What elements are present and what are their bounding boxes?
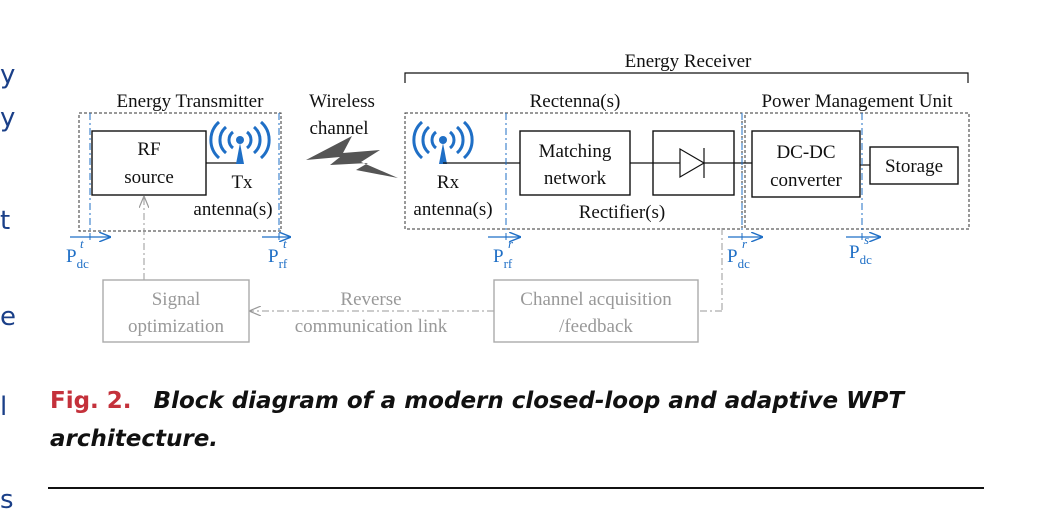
horizontal-rule [48, 487, 984, 489]
reverse-link-label-1: Reverse [340, 289, 401, 310]
rectenna-label: Rectenna(s) [530, 91, 621, 112]
matching-network-label-1: Matching [539, 141, 612, 162]
power-label-pdc-t: Pdct [66, 236, 89, 271]
figure-caption: Fig. 2.Block diagram of a modern closed-… [50, 382, 1010, 458]
figure-caption-text: Block diagram of a modern closed-loop an… [50, 388, 905, 452]
signal-optimization-label-1: Signal [152, 289, 201, 310]
margin-glyph: s [0, 485, 14, 513]
pmu-box [744, 112, 970, 230]
measurement-lines [89, 113, 863, 243]
channel-acquisition-box [493, 279, 699, 343]
tx-antenna-icon [209, 120, 271, 164]
pmu-label: Power Management Unit [761, 91, 953, 112]
storage-label: Storage [885, 156, 943, 177]
margin-glyph: e [0, 302, 16, 332]
storage-box [869, 146, 959, 185]
margin-glyph: y [0, 103, 16, 133]
margin-glyph: y [0, 60, 16, 90]
tx-label-1: Tx [231, 172, 253, 193]
dcdc-converter-box [751, 130, 861, 198]
margin-glyph: t [0, 206, 11, 236]
dcdc-label-1: DC-DC [776, 142, 835, 163]
rx-label-1: Rx [437, 172, 460, 193]
matching-network-box [519, 130, 631, 196]
signal-optimization-box [102, 279, 250, 343]
power-label-pdc-r: Pdcr [727, 236, 750, 271]
rf-source-box [91, 130, 207, 196]
wireless-channel-label-1: Wireless [309, 91, 375, 112]
lightning-bolt-icon [306, 136, 398, 178]
wireless-channel-label-2: channel [309, 118, 368, 139]
power-label-prf-r: Prfr [493, 236, 514, 271]
energy-receiver-label: Energy Receiver [625, 51, 752, 72]
matching-network-label-2: network [544, 168, 607, 189]
energy-transmitter-label: Energy Transmitter [117, 91, 265, 112]
margin-glyph: l [0, 392, 8, 422]
rx-antenna-icon [412, 120, 474, 164]
rf-source-label-2: source [124, 167, 174, 188]
rectifier-label: Rectifier(s) [579, 202, 666, 223]
figure-number: Fig. 2. [50, 388, 132, 414]
channel-acquisition-label-2: /feedback [559, 316, 633, 337]
diode-icon [653, 147, 734, 179]
power-label-prf-t: Prft [268, 236, 288, 271]
energy-transmitter-box [78, 112, 282, 232]
energy-receiver-bracket [404, 72, 969, 83]
feedback-loop-lines [144, 197, 723, 311]
rectenna-box [404, 112, 743, 230]
tx-label-2: antenna(s) [193, 199, 272, 220]
dcdc-label-2: converter [770, 170, 842, 191]
channel-acquisition-label-1: Channel acquisition [520, 289, 672, 310]
power-label-pdc-s: Pdcs [849, 232, 872, 267]
reverse-link-label-2: communication link [295, 316, 448, 337]
rx-label-2: antenna(s) [413, 199, 492, 220]
signal-optimization-label-2: optimization [128, 316, 225, 337]
rf-source-label-1: RF [137, 139, 160, 160]
